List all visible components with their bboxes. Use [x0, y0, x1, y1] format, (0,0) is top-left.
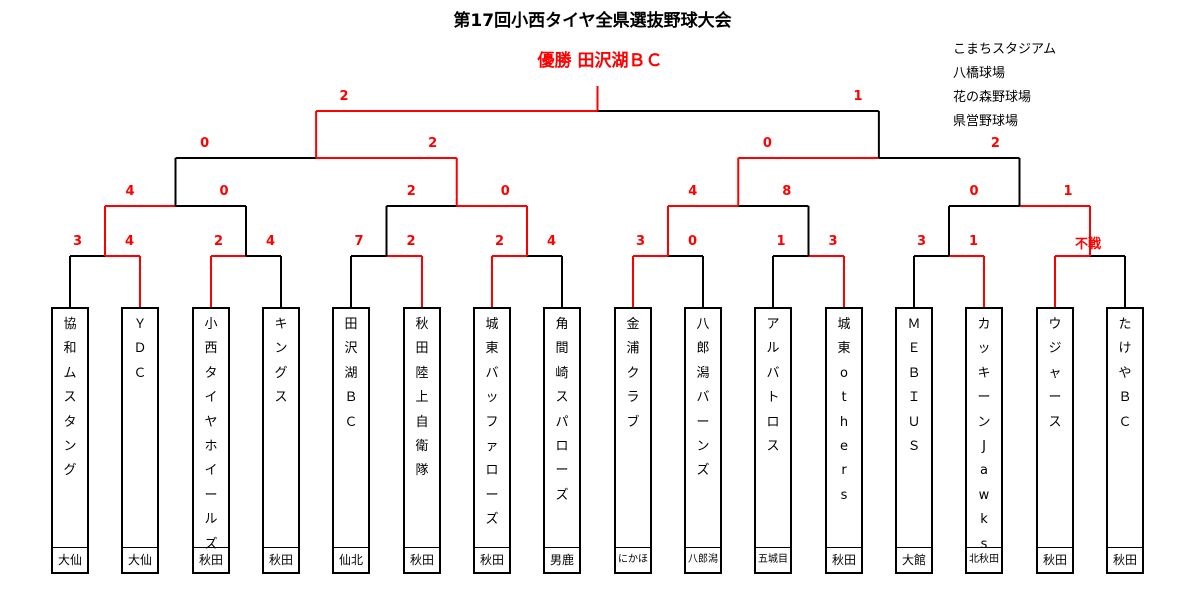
team-box: 角間崎スパローズ男鹿 [543, 307, 581, 574]
score-label: 2 [495, 234, 505, 249]
score-label: 7 [354, 234, 364, 249]
venue-hananomori-stadium: 花の森野球場 [953, 90, 1032, 105]
venue-yabase-stadium: 八橋球場 [953, 66, 1006, 81]
team-area: 男鹿 [545, 547, 579, 572]
score-label: 3 [636, 234, 646, 249]
team-area: 大館 [897, 547, 931, 572]
team-name: 城東バッファローズ [485, 317, 499, 528]
team-area: 秋田 [827, 547, 861, 572]
team-name: 金浦クラブ [626, 317, 640, 430]
team-area: 秋田 [264, 547, 298, 572]
score-label: 2 [428, 136, 438, 151]
score-label: 1 [776, 234, 786, 249]
score-label: 2 [990, 136, 1000, 151]
team-name: 角間崎スパローズ [555, 317, 569, 503]
team-box: 秋田陸上自衛隊秋田 [403, 307, 441, 574]
score-label: 3 [828, 234, 838, 249]
team-box: 小西タイヤホイールズ秋田 [192, 307, 230, 574]
score-label: 不戦 [1075, 237, 1102, 252]
team-box: 協和ムスタング大仙 [51, 307, 89, 574]
team-box: 城東バッファローズ秋田 [473, 307, 511, 574]
venue-komachi-stadium: こまちスタジアム [953, 42, 1057, 57]
team-box: 金浦クラブにかほ [614, 307, 652, 574]
team-name: アルバトロス [766, 317, 780, 454]
score-label: 4 [688, 184, 698, 199]
score-label: 1 [853, 89, 863, 104]
team-box: キングス秋田 [262, 307, 300, 574]
team-box: 八郎潟バーンズ八郎潟 [684, 307, 722, 574]
score-label: 4 [125, 234, 135, 249]
team-name: 秋田陸上自衛隊 [415, 317, 429, 479]
score-label: 2 [339, 89, 349, 104]
team-area: 秋田 [475, 547, 509, 572]
score-label: 0 [200, 136, 210, 151]
team-name: キングス [274, 317, 288, 406]
score-label: 4 [266, 234, 276, 249]
score-label: 2 [406, 184, 416, 199]
team-name: 小西タイヤホイールズ [204, 317, 218, 552]
score-label: 1 [969, 234, 979, 249]
team-area: 仙北 [334, 547, 368, 572]
team-box: アルバトロス五城目 [754, 307, 792, 574]
team-area: 秋田 [194, 547, 228, 572]
team-name: 八郎潟バーンズ [696, 317, 710, 479]
score-label: 8 [782, 184, 792, 199]
champion-label: 優勝 田沢湖ＢＣ [537, 51, 663, 71]
venue-kenei-stadium: 県営野球場 [953, 114, 1019, 129]
score-label: 3 [73, 234, 83, 249]
score-label: 3 [917, 234, 927, 249]
team-name: ウジャース [1048, 317, 1062, 430]
team-area: 五城目 [756, 547, 790, 572]
score-label: 0 [219, 184, 229, 199]
score-label: 0 [688, 234, 698, 249]
score-label: 4 [125, 184, 135, 199]
team-area: 大仙 [53, 547, 87, 572]
team-area: 秋田 [405, 547, 439, 572]
score-label: 0 [500, 184, 510, 199]
team-area: 北秋田 [967, 547, 1001, 572]
team-area: 秋田 [1108, 547, 1142, 572]
score-label: 2 [406, 234, 416, 249]
score-label: 2 [214, 234, 224, 249]
score-label: 4 [547, 234, 557, 249]
score-label: 1 [1063, 184, 1073, 199]
team-area: 八郎潟 [686, 547, 720, 572]
score-label: 0 [762, 136, 772, 151]
team-area: にかほ [616, 547, 650, 572]
team-name: 協和ムスタング [63, 317, 77, 479]
team-box: ウジャース秋田 [1036, 307, 1074, 574]
team-area: 大仙 [123, 547, 157, 572]
score-label: 0 [969, 184, 979, 199]
tournament-title: 第17回小西タイヤ全県選抜野球大会 [453, 11, 732, 31]
team-area: 秋田 [1038, 547, 1072, 572]
